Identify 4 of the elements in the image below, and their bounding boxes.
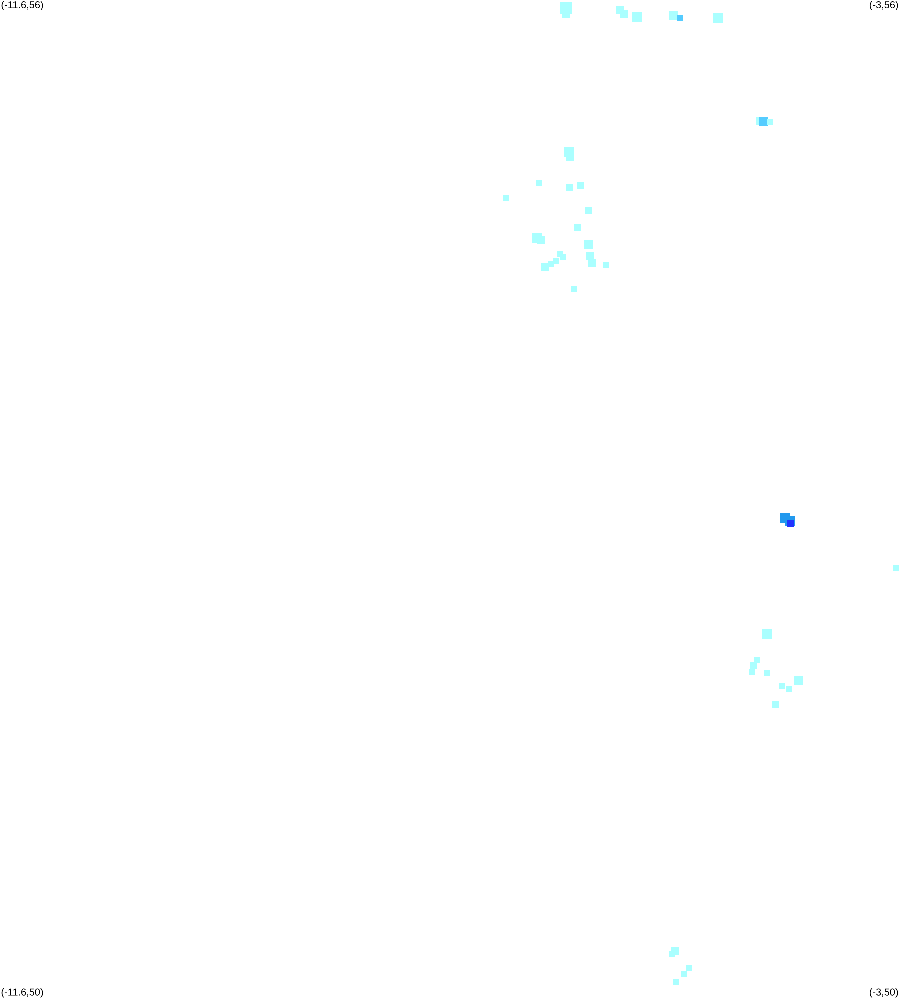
corner-coordinate: (-11.6,50) [2,988,44,998]
corner-coordinate: (-3,56) [870,1,898,11]
corner-coordinate: (-3,50) [870,988,898,998]
corner-coordinate: (-11.6,56) [2,1,44,11]
